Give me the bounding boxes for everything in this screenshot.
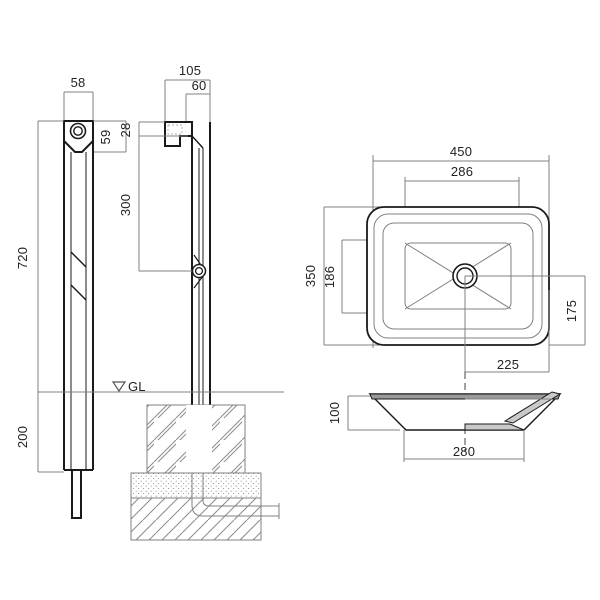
dimension-720-label: 720 — [15, 247, 30, 269]
dimension-720: 720 — [15, 120, 64, 392]
tap-pillar-front — [63, 141, 94, 519]
dimension-450-label: 450 — [450, 144, 472, 159]
dimension-350-label: 350 — [303, 265, 318, 287]
basin-plan-view: 450 286 350 186 — [303, 144, 586, 373]
dimension-60-label: 60 — [192, 78, 207, 93]
dimension-300-label: 300 — [118, 194, 133, 216]
dimension-350: 350 — [303, 206, 380, 346]
dimension-58-label: 58 — [71, 75, 86, 90]
dimension-300: 300 — [118, 136, 192, 272]
dimension-186-label: 186 — [322, 266, 337, 288]
side-break-lower — [193, 275, 204, 289]
dimension-200: 200 — [15, 392, 64, 473]
triangle-down-icon — [111, 381, 127, 393]
break-line-upper — [70, 251, 87, 268]
tap-outlet-inner-circle — [73, 126, 83, 136]
spout-chamfer — [191, 135, 204, 149]
dimension-60: 60 — [185, 78, 211, 122]
dimension-28-label: 28 — [118, 123, 133, 138]
dimension-175: 175 — [465, 275, 586, 346]
dimension-59-label: 59 — [98, 130, 113, 145]
ground-level-label: GL — [128, 379, 146, 394]
dimension-280-label: 280 — [453, 444, 475, 459]
dimension-225-label: 225 — [497, 357, 519, 372]
dimension-225: 225 — [464, 276, 550, 373]
dimension-286-label: 286 — [451, 164, 473, 179]
basin-section-view: 100 280 — [327, 372, 562, 462]
dimension-28: 28 — [118, 121, 188, 138]
break-line-lower — [70, 284, 87, 301]
dimension-100-label: 100 — [327, 402, 342, 424]
foundation-detail — [130, 404, 280, 541]
basin-section-wall-fill — [503, 391, 562, 424]
dimension-280: 280 — [403, 430, 525, 462]
dimension-105-label: 105 — [179, 63, 201, 78]
spout-hidden-outline — [167, 124, 183, 135]
tap-stem-bottom — [71, 469, 82, 519]
earth-base — [130, 497, 262, 541]
supply-pipe-inner — [202, 473, 279, 507]
dimension-200-label: 200 — [15, 426, 30, 448]
dimension-59: 59 — [93, 120, 127, 153]
ground-level-group: GL — [38, 379, 284, 394]
basin-section-rim-band — [369, 393, 561, 400]
backfill-pillar-gap — [186, 405, 212, 473]
gravel-bed — [130, 472, 262, 499]
tap-side-elevation: 105 60 28 — [118, 63, 211, 470]
dimension-175-label: 175 — [564, 300, 579, 322]
dimension-58: 58 — [63, 75, 94, 122]
supply-pipe-outer — [191, 473, 279, 517]
valve-handle-inner — [194, 266, 204, 276]
tap-front-elevation: 58 59 — [15, 75, 127, 519]
